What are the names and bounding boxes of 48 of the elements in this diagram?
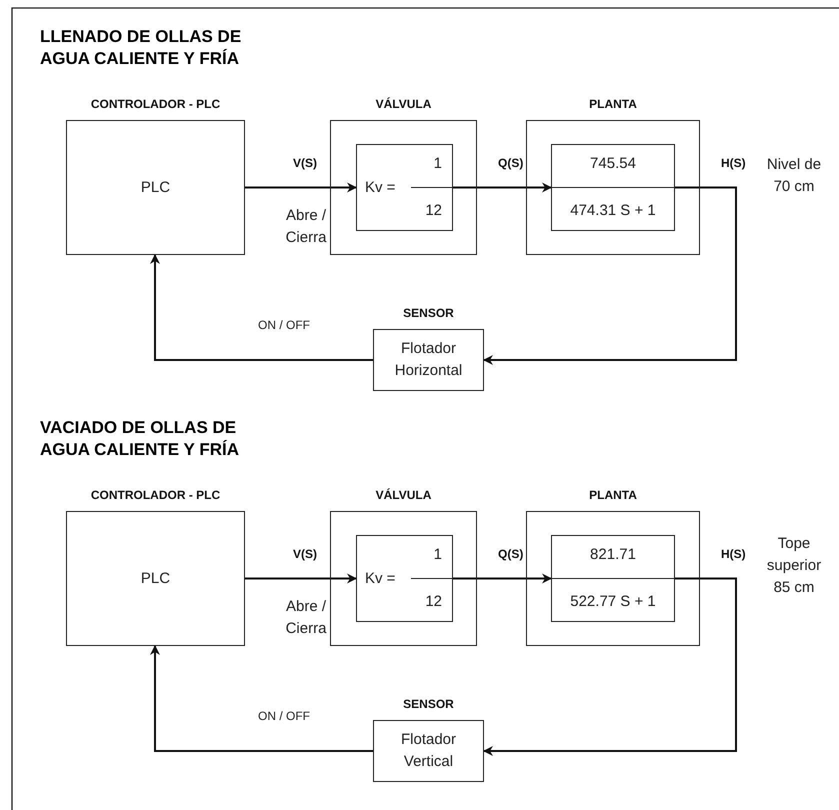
gain-label: Kv = — [365, 178, 396, 198]
output-note: Nivel de 70 cm — [766, 155, 822, 197]
arrow — [245, 182, 357, 192]
signal-label: H(S) — [721, 156, 746, 170]
transfer-function-box — [551, 535, 675, 622]
signal-note: Abre / Cierra — [284, 597, 328, 639]
block-heading: PLANTA — [588, 97, 638, 111]
arrow — [453, 574, 552, 584]
transfer-function-box — [356, 144, 453, 231]
arrow — [150, 645, 373, 752]
block-heading: SENSOR — [402, 306, 455, 320]
arrow — [483, 186, 737, 365]
signal-note: Abre / Cierra — [284, 206, 328, 248]
signal-label: V(S) — [293, 547, 317, 561]
block-text: Flotador Horizontal — [394, 339, 464, 381]
denominator: 12 — [425, 201, 442, 221]
section-heading: LLENADO DE OLLAS DE AGUA CALIENTE Y FRÍA — [40, 26, 242, 70]
arrow — [483, 578, 737, 756]
signal-label: V(S) — [293, 156, 317, 170]
signal-label: Q(S) — [498, 156, 524, 170]
block-heading: VÁLVULA — [374, 97, 432, 111]
denominator: 522.77 S + 1 — [569, 592, 657, 612]
block-text: PLC — [140, 568, 172, 588]
signal-label: Q(S) — [498, 547, 524, 561]
transfer-function-box — [551, 144, 675, 231]
numerator: 745.54 — [589, 154, 637, 174]
arrow — [245, 574, 357, 584]
transfer-function-box — [356, 535, 453, 622]
numerator: 821.71 — [589, 545, 637, 565]
denominator: 474.31 S + 1 — [569, 201, 657, 221]
section-heading: VACIADO DE OLLAS DE AGUA CALIENTE Y FRÍA — [40, 417, 240, 461]
denominator: 12 — [425, 592, 442, 612]
block-heading: VÁLVULA — [374, 488, 432, 502]
block-heading: CONTROLADOR - PLC — [90, 97, 222, 111]
block-text: PLC — [140, 178, 172, 198]
block-heading: PLANTA — [588, 488, 638, 502]
signal-label: ON / OFF — [258, 709, 310, 723]
arrow — [453, 182, 552, 192]
output-note: Tope superior 85 cm — [766, 534, 822, 598]
signal-label: ON / OFF — [258, 318, 310, 332]
signal-label: H(S) — [721, 547, 746, 561]
block-heading: SENSOR — [402, 697, 455, 711]
numerator: 1 — [434, 545, 442, 565]
block-text: Flotador Vertical — [400, 730, 458, 772]
numerator: 1 — [434, 154, 442, 174]
arrow — [150, 254, 373, 361]
block-heading: CONTROLADOR - PLC — [90, 488, 222, 502]
gain-label: Kv = — [365, 569, 396, 589]
